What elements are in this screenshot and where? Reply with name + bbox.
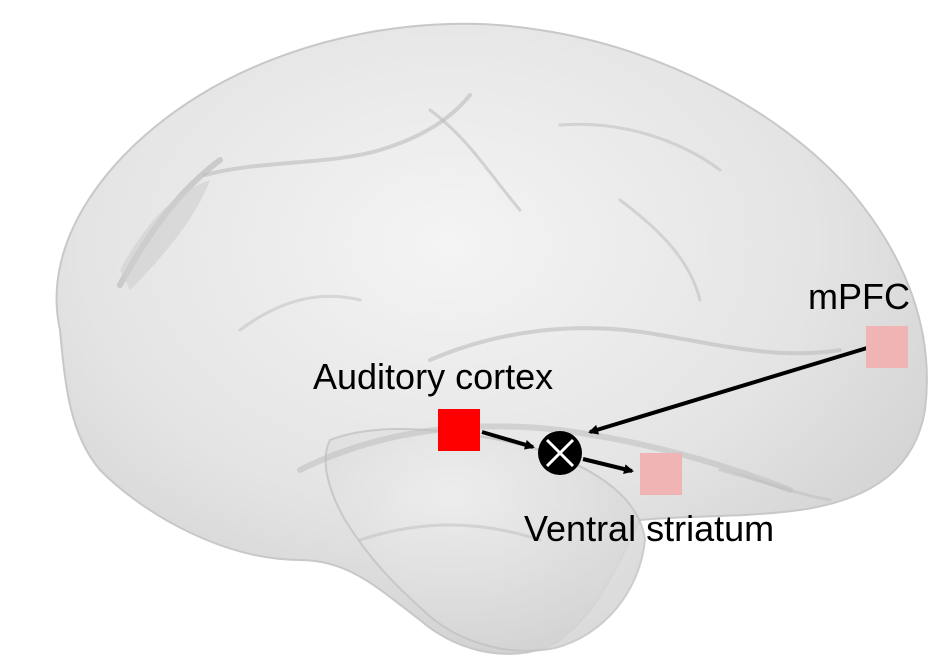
interaction-node [538, 431, 582, 475]
mpfc-node [866, 326, 908, 368]
mpfc-label: mPFC [808, 276, 910, 317]
ventral-striatum-label: Ventral striatum [524, 508, 774, 549]
brain-surface [57, 24, 927, 654]
ventral-striatum-node [640, 453, 682, 495]
auditory-cortex-node [438, 409, 480, 451]
auditory-cortex-label: Auditory cortex [313, 356, 553, 397]
